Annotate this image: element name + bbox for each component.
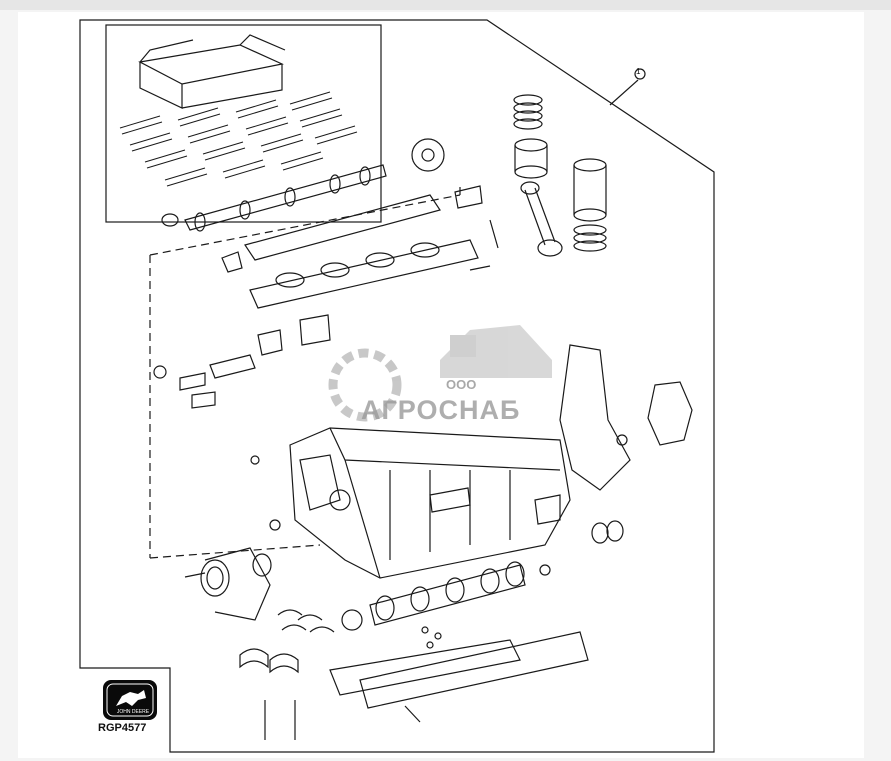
hardware-inset-box [105,24,382,223]
head-gasket-set [244,194,479,309]
top-strip [0,0,891,10]
camshaft [184,164,387,232]
connecting-rod [520,181,563,257]
cylinder-liner [573,158,607,222]
callout-circle [634,68,646,80]
watermark-prefix: ООО [446,377,477,392]
crankshaft [369,561,526,626]
front-crankshaft-seal [591,520,624,544]
callout-leader [609,79,639,106]
rear-crankshaft-seal [200,547,272,621]
drawing-code: RGP4577 [98,722,147,734]
brand-badge-text: JOHN DEERE [116,709,150,715]
watermark-logo [328,325,552,422]
callout-number: 1 [636,67,641,76]
main-bearing-set [277,609,335,633]
main-bearing-bolts [264,700,296,740]
timing-cover-gasket [559,344,631,491]
watermark-company-name: АГРОСНАБ [361,395,521,425]
manifold-gasket [209,354,256,379]
piston-ring-set [513,94,543,130]
assembly-dashed-outline [149,185,461,558]
crank-gear [341,609,363,631]
front-cover-gasket [647,381,693,446]
figure-frame [79,19,715,753]
john-deere-logo [103,680,157,720]
cam-bushing [161,213,179,227]
bolt-set [119,91,358,187]
package-box-icon [138,34,286,109]
liner-o-rings [573,224,607,252]
oil-pan-gasket [329,639,521,696]
cylinder-block [289,427,571,579]
cam-gear [411,138,445,172]
thrust-washers [239,648,299,674]
piston [514,138,548,179]
